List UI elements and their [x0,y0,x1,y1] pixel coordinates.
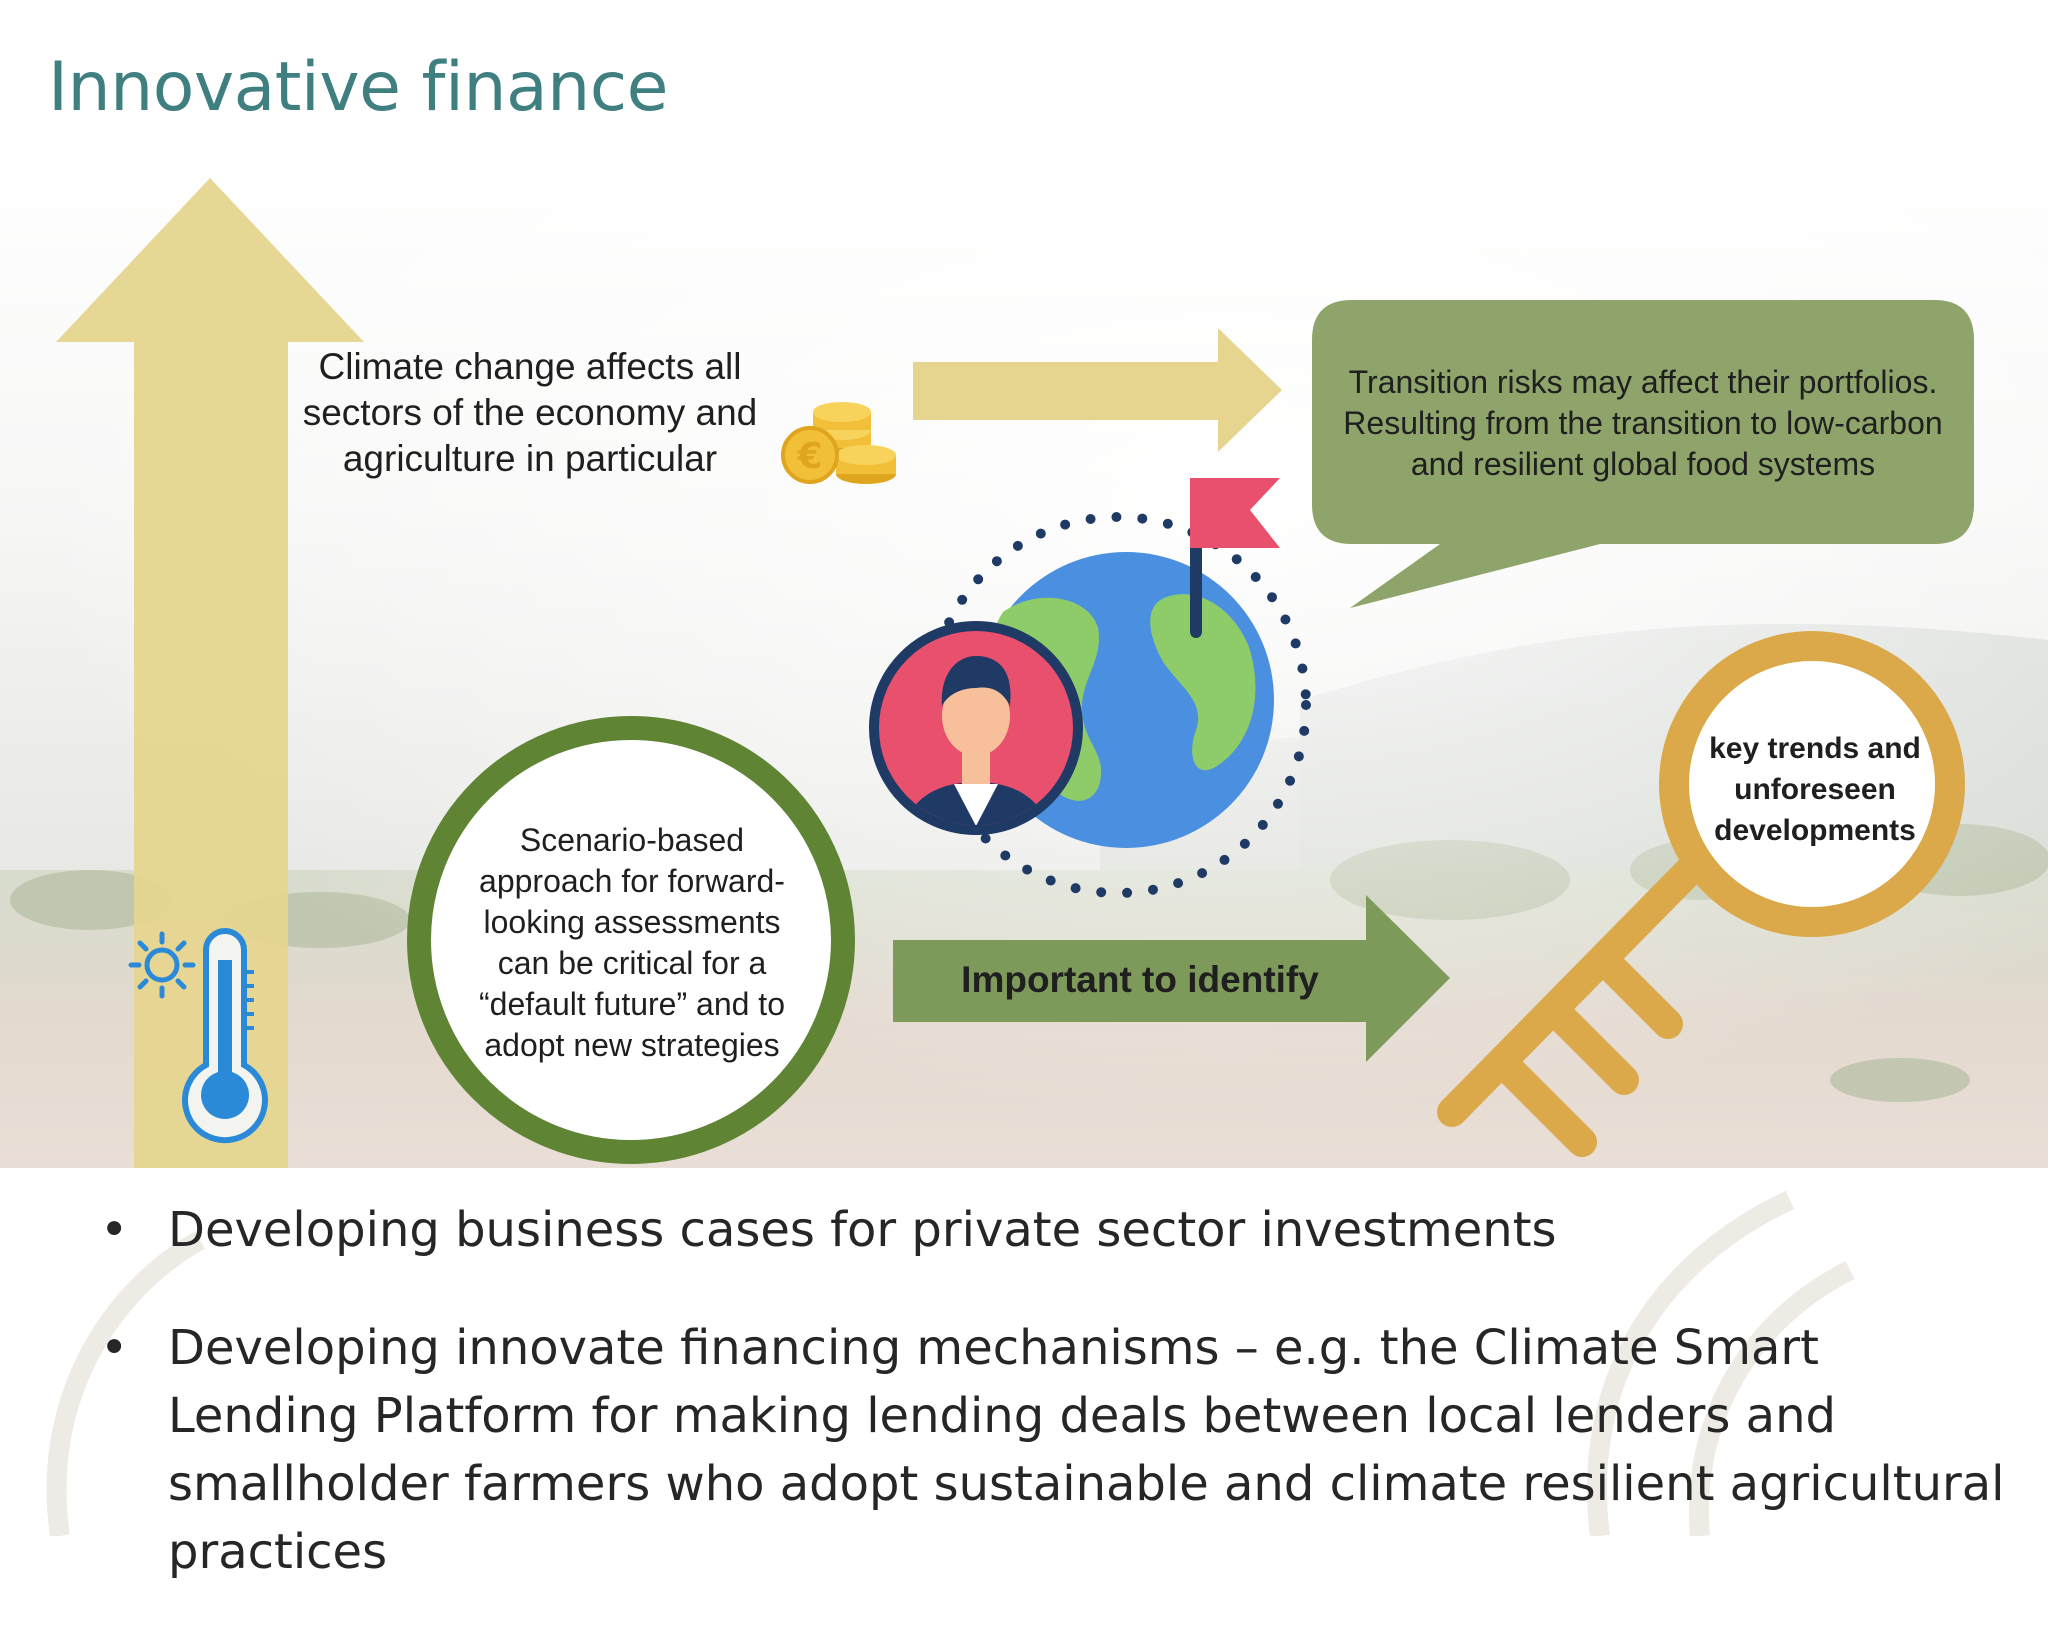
bullet-text: Developing innovate financing mechanisms… [168,1320,2005,1580]
bullet-item: • Developing business cases for private … [100,1196,2020,1264]
scenario-approach-text: Scenario-based approach for forward-look… [479,822,785,1063]
scenario-circle [407,716,855,1164]
bullet-item: • Developing innovate financing mechanis… [100,1314,2020,1586]
key-icon [1437,631,1965,1157]
thermometer-sun-icon [128,928,268,1144]
identify-arrow [893,895,1450,1062]
bullet-list: • Developing business cases for private … [100,1196,2020,1636]
bullet-marker: • [100,1202,129,1258]
yellow-right-arrow [913,328,1282,452]
climate-change-text: Climate change affects all sectors of th… [302,346,758,479]
globe-person-flag-icon [869,478,1311,898]
euro-coins-icon: € [781,402,896,484]
big-up-arrow [56,178,364,1168]
page-title: Innovative finance [48,48,668,127]
bullet-marker: • [100,1320,129,1376]
key-trends-text: key trends and unforeseen developments [1709,732,1921,847]
diagram-canvas: € [0,140,2048,1536]
transition-risks-text: Transition risks may affect their portfo… [1343,364,1943,482]
bullet-text: Developing business cases for private se… [168,1202,1557,1258]
svg-text:€: € [796,436,822,477]
identify-label: Important to identify [961,959,1319,1000]
transition-speech-bubble [1312,300,1974,608]
